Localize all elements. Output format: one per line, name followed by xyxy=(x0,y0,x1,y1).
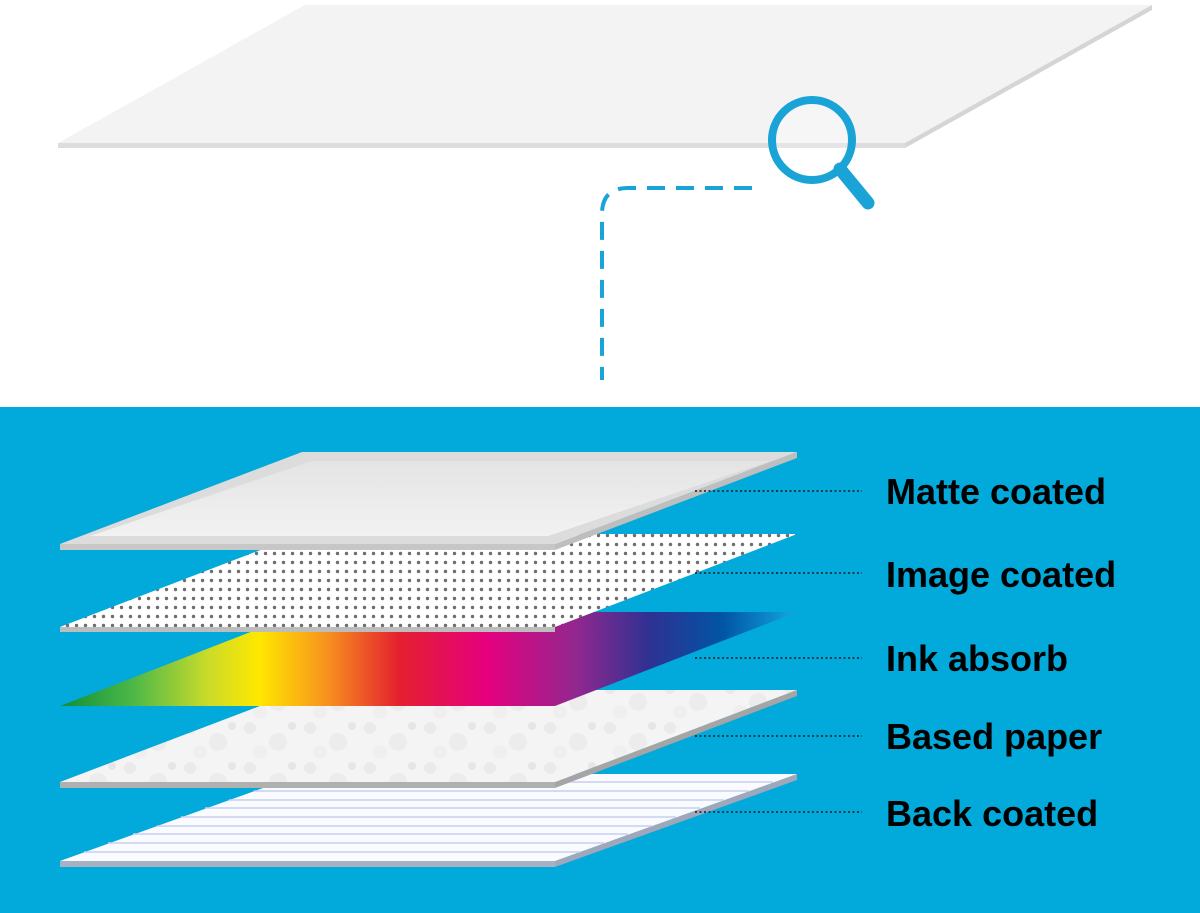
label-ink-absorb: Ink absorb xyxy=(886,638,1069,679)
label-back-coated: Back coated xyxy=(886,793,1099,834)
ink-absorb-layer xyxy=(60,612,797,706)
image-coated-layer xyxy=(60,534,797,632)
label-image-coated: Image coated xyxy=(886,554,1117,595)
top-sheet xyxy=(58,5,1152,148)
magnifier-icon xyxy=(768,96,875,210)
back-coated-layer xyxy=(60,774,797,867)
label-based-paper: Based paper xyxy=(886,716,1103,757)
label-matte-coated: Matte coated xyxy=(886,471,1107,512)
dashed-connector xyxy=(600,186,752,380)
matte-coated-layer xyxy=(60,452,797,550)
based-paper-layer xyxy=(60,690,797,788)
